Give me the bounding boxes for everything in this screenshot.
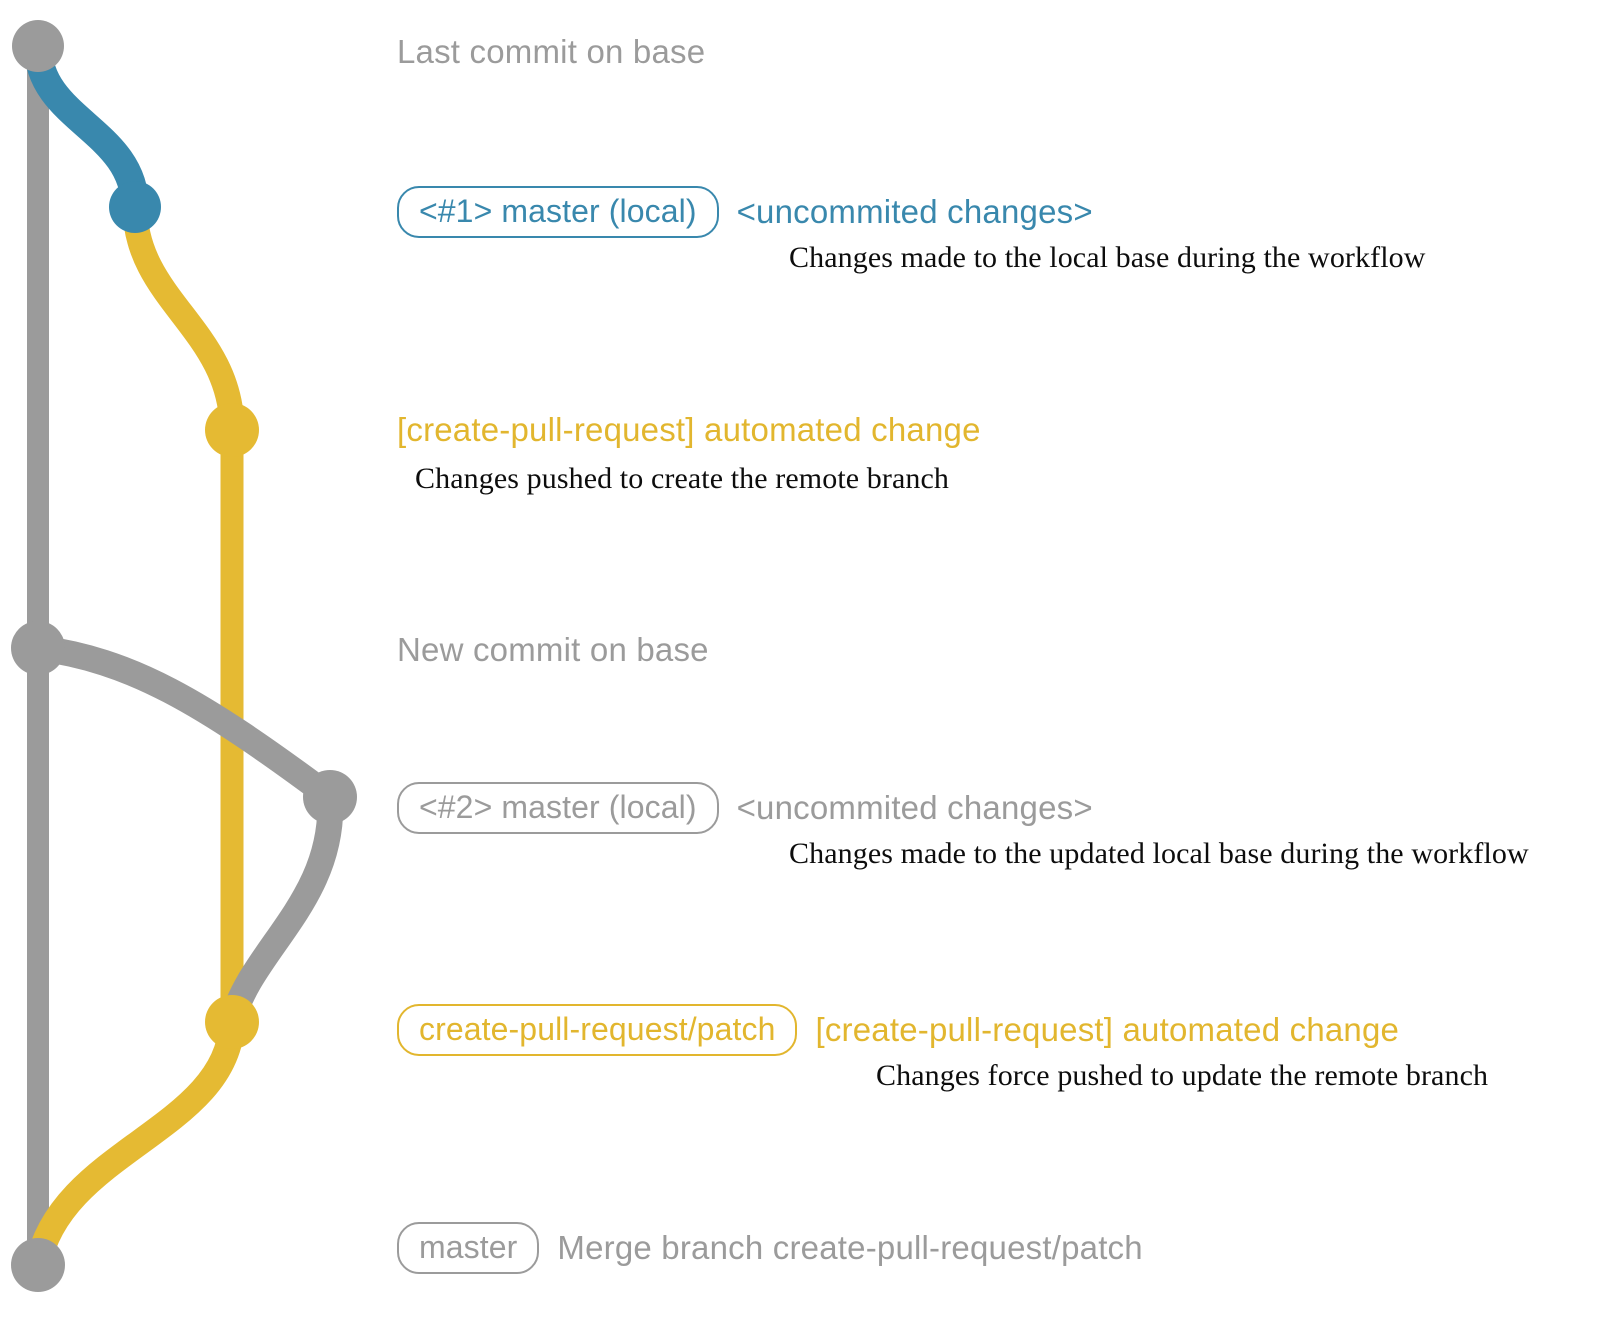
commit-message-master-merge: Merge branch create-pull-request/patch [557,1229,1143,1266]
branch-badge-master-local-2[interactable]: <#2> master (local) [397,782,719,834]
description-master-local-1: Changes made to the local base during th… [789,241,1426,274]
commit-message-master-local-2: <uncommited changes> [736,789,1093,826]
row-new-commit-on-base: New commit on base [397,631,709,669]
commit-message-new-commit-on-base: New commit on base [397,631,709,668]
commit-message-automated-change-1: [create-pull-request] automated change [397,411,981,448]
row-automated-change-1: [create-pull-request] automated change [397,411,981,449]
branch-badge-create-pull-request-patch[interactable]: create-pull-request/patch [397,1004,798,1056]
description-automated-change-1: Changes pushed to create the remote bran… [415,462,949,495]
edge-patch2-to-master [25,1009,245,1278]
edge-local2-to-patch2 [219,784,344,1035]
description-master-local-2: Changes made to the updated local base d… [789,837,1529,870]
node-local-2[interactable] [303,770,357,824]
edge-local1-to-patch1 [122,194,245,443]
row-last-commit-on-base: Last commit on base [397,33,705,71]
branch-badge-master[interactable]: master [397,1222,540,1274]
node-patch-2[interactable] [205,995,259,1049]
commit-message-last-commit-on-base: Last commit on base [397,33,706,70]
node-base-new[interactable] [11,621,65,675]
node-master-merge[interactable] [11,1238,65,1292]
node-local-1[interactable] [109,181,161,233]
description-create-pull-request-patch: Changes force pushed to update the remot… [876,1059,1489,1092]
row-master-merge: master Merge branch create-pull-request/… [397,1222,1143,1274]
row-create-pull-request-patch: create-pull-request/patch [create-pull-r… [397,1004,1399,1056]
commit-message-master-local-1: <uncommited changes> [736,193,1093,230]
node-base-top[interactable] [12,20,64,72]
node-patch-1[interactable] [205,403,259,457]
row-master-local-2: <#2> master (local) <uncommited changes> [397,782,1093,834]
edge-base-to-local1 [24,32,149,221]
commit-message-create-pull-request-patch: [create-pull-request] automated change [815,1011,1400,1048]
branch-badge-master-local-1[interactable]: <#1> master (local) [397,186,719,238]
row-master-local-1: <#1> master (local) <uncommited changes> [397,186,1093,238]
edge-basenew-to-local2 [25,635,343,810]
